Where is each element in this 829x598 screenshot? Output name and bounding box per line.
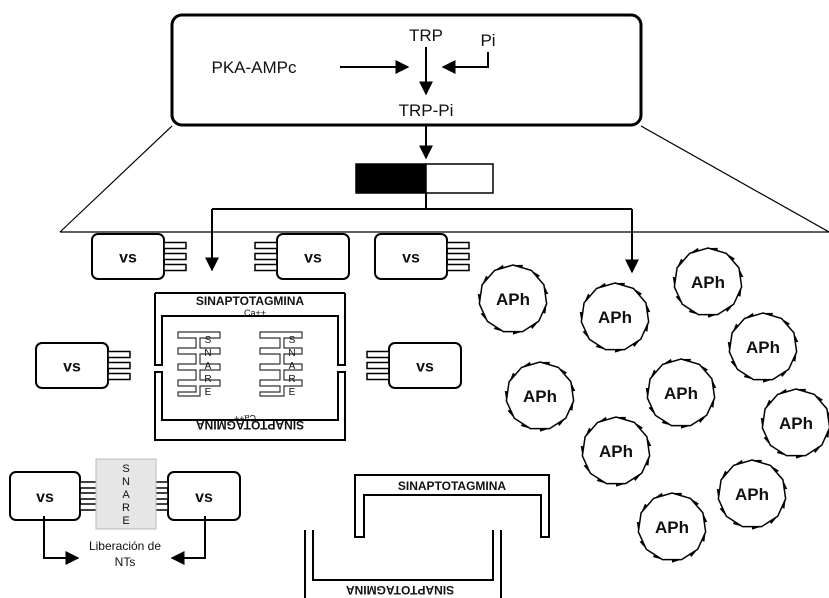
- snare-letter: S: [289, 335, 296, 346]
- sinaptotagmina-label-top: SINAPTOTAGMINA: [196, 294, 305, 308]
- calcium-label-top: Ca++: [244, 308, 266, 318]
- vesicle-label: vs: [36, 489, 54, 506]
- snare-letter: A: [205, 361, 212, 372]
- aph-sphere: APh: [727, 312, 799, 383]
- snare-letter: N: [288, 348, 295, 359]
- trp-pi-label: TRP-Pi: [399, 101, 454, 120]
- vesicle-group: vs vs vs vs vs vs vs: [9, 233, 470, 521]
- aph-label: APh: [496, 290, 530, 309]
- pka-ampc-label: PKA-AMPc: [211, 58, 297, 77]
- aph-label: APh: [779, 414, 813, 433]
- pi-label: Pi: [480, 31, 495, 50]
- snare-letter: S: [205, 335, 212, 346]
- aph-label: APh: [664, 384, 698, 403]
- aph-label: APh: [691, 273, 725, 292]
- release-label-line1: Liberación de: [89, 539, 161, 553]
- zoom-line-left: [59, 125, 173, 233]
- vesicle-label: vs: [63, 359, 81, 376]
- snare-letter: S: [122, 463, 129, 475]
- synapse-complex: SINAPTOTAGMINA Ca++ SINAPTOTAGMINA Ca++ …: [154, 292, 346, 441]
- state-bar-dark: [355, 163, 427, 194]
- release-label-line2: NTs: [115, 555, 136, 569]
- snare-letter: A: [289, 361, 296, 372]
- vesicle-label: vs: [304, 250, 322, 267]
- snare-letter: E: [289, 387, 296, 398]
- aph-sphere: APh: [716, 459, 788, 530]
- sinaptotagmina-label-pair-bottom: SINAPTOTAGMINA: [346, 583, 455, 597]
- aph-sphere: APh: [645, 358, 717, 429]
- snare-letter: R: [122, 502, 130, 514]
- snare-letter: A: [122, 489, 130, 501]
- aph-sphere: APh: [504, 361, 576, 432]
- sinaptotagmina-label-pair-top: SINAPTOTAGMINA: [398, 479, 507, 493]
- aph-sphere: APh: [477, 264, 549, 335]
- aph-sphere: APh: [580, 416, 652, 487]
- aph-sphere: APh: [579, 282, 651, 353]
- snare-panel: [95, 458, 157, 530]
- vesicle: vs: [145, 471, 241, 521]
- snare-letter: R: [204, 374, 211, 385]
- aph-sphere: APh: [760, 388, 829, 459]
- vesicle: vs: [366, 342, 462, 389]
- aph-label: APh: [746, 338, 780, 357]
- pi-arrow: [441, 52, 489, 74]
- snare-letter: N: [122, 476, 130, 488]
- snare-letter: E: [205, 387, 212, 398]
- vesicle: vs: [9, 471, 103, 521]
- aph-label: APh: [655, 518, 689, 537]
- vesicle-label: vs: [119, 250, 137, 267]
- zoom-line-right: [640, 125, 829, 233]
- calcium-label-bottom: Ca++: [234, 413, 256, 423]
- snare-letter: R: [288, 374, 295, 385]
- aph-sphere: APh: [636, 492, 708, 563]
- trp-label: TRP: [409, 26, 443, 45]
- vesicle: vs: [254, 233, 350, 280]
- aph-label: APh: [599, 442, 633, 461]
- aph-sphere: APh: [672, 247, 744, 318]
- vesicle-label: vs: [195, 489, 213, 506]
- snare-letter: N: [204, 348, 211, 359]
- vesicle: vs: [374, 233, 470, 280]
- aph-label: APh: [598, 308, 632, 327]
- aph-label: APh: [523, 387, 557, 406]
- snare-letter: E: [122, 515, 129, 527]
- release-arrow-right: [170, 516, 206, 565]
- aph-label: APh: [735, 485, 769, 504]
- vesicle: vs: [35, 342, 131, 389]
- state-bar-light: [425, 163, 494, 194]
- sinaptotagmina-label-bottom: SINAPTOTAGMINA: [196, 418, 305, 432]
- vesicle: vs: [91, 233, 187, 280]
- sinaptotagmina-pair: SINAPTOTAGMINA SINAPTOTAGMINA: [304, 474, 550, 598]
- vesicle-label: vs: [416, 359, 434, 376]
- vesicle-label: vs: [402, 250, 420, 267]
- release-arrow-left: [43, 516, 80, 565]
